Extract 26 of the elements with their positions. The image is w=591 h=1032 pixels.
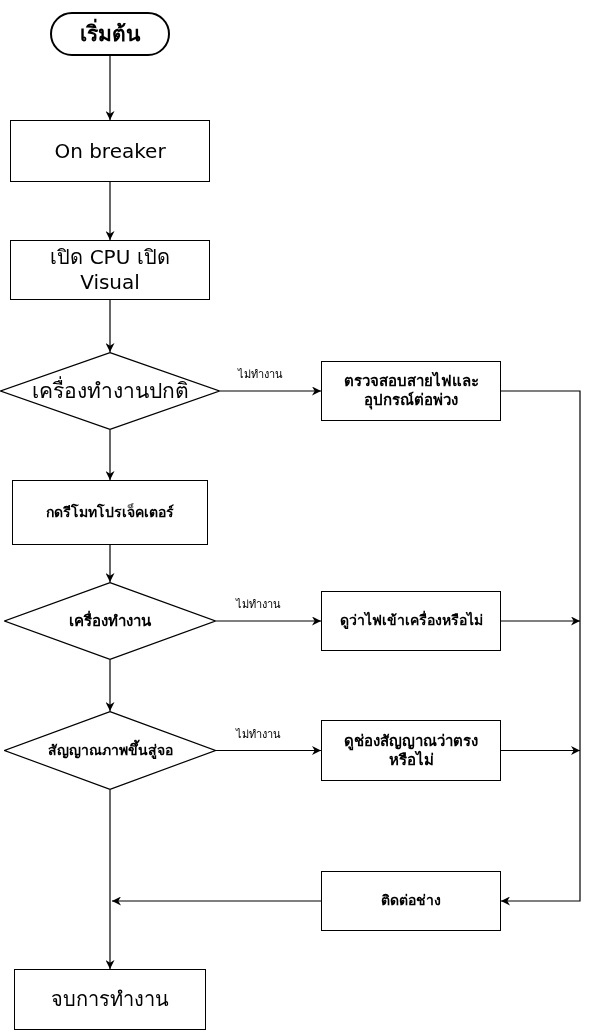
arrow [105, 55, 115, 121]
process-box: ดูว่าไฟเข้าเครื่องหรือไม่ [321, 591, 501, 651]
process-box: กดรีโมทโปรเจ็คเตอร์ [12, 480, 208, 545]
arrow [219, 386, 322, 396]
arrow [111, 896, 322, 906]
arrow [105, 181, 115, 241]
process-box: เปิด CPU เปิด Visual [10, 240, 210, 300]
arrow [105, 544, 115, 583]
process-box: ตรวจสอบสายไฟและ อุปกรณ์ต่อพ่วง [321, 361, 501, 421]
arrow [500, 616, 581, 626]
decision-diamond: เครื่องทำงานปกติ [0, 352, 220, 430]
process-box: On breaker [10, 120, 210, 182]
arrow [215, 746, 322, 755]
arrow [105, 429, 115, 481]
start-end-terminal: เริ่มต้น [50, 12, 170, 56]
decision-diamond: สัญญาณภาพขึ้นสู่จอ [4, 711, 216, 790]
arrow [215, 616, 322, 626]
process-box: จบการทำงาน [14, 969, 206, 1030]
arrow [500, 746, 581, 755]
arrow [105, 299, 115, 353]
arrow [500, 390, 581, 906]
decision-diamond: เครื่องทำงาน [4, 582, 216, 660]
arrow [105, 659, 115, 712]
arrow [105, 789, 115, 970]
process-box: ดูช่องสัญญาณว่าตรง หรือไม่ [321, 720, 501, 781]
process-box: ติดต่อช่าง [321, 871, 501, 931]
